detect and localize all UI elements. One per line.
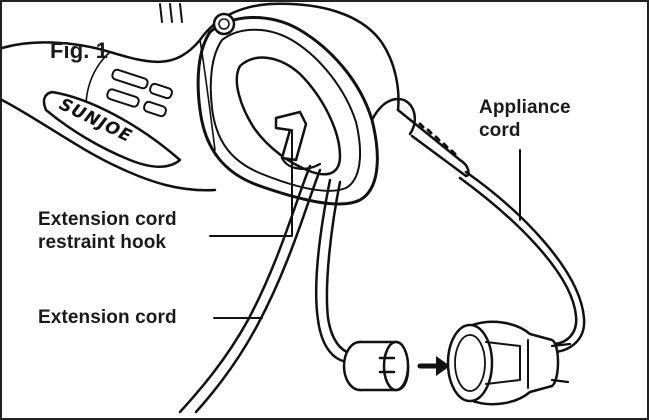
leader-lines: [209, 129, 521, 319]
callout-restraint-hook-line-1: Extension cord: [38, 209, 177, 230]
callout-restraint-hook: Extension cord restraint hook: [38, 208, 177, 254]
figure-label: Fig. 1: [50, 38, 109, 63]
callout-appliance-cord-line-2: cord: [479, 120, 521, 141]
appliance-cord: [458, 170, 586, 354]
tool-handle: [196, 12, 379, 206]
callout-appliance-cord-line-1: Appliance: [479, 97, 571, 118]
extension-cord: [178, 164, 358, 414]
callout-appliance-cord: Appliance cord: [479, 96, 571, 142]
appliance-connector: [446, 320, 572, 406]
callout-restraint-hook-line-2: restraint hook: [38, 232, 167, 253]
callout-extension-cord: Extension cord: [38, 307, 177, 328]
extension-plug: [342, 340, 410, 392]
tool-rear-housing: [268, 2, 470, 178]
restraint-hook: [274, 110, 322, 170]
brand-logo-badge: SUNJOE: [42, 90, 182, 168]
leader-restraint-hook: [209, 129, 293, 237]
connect-arrow: [417, 356, 450, 376]
